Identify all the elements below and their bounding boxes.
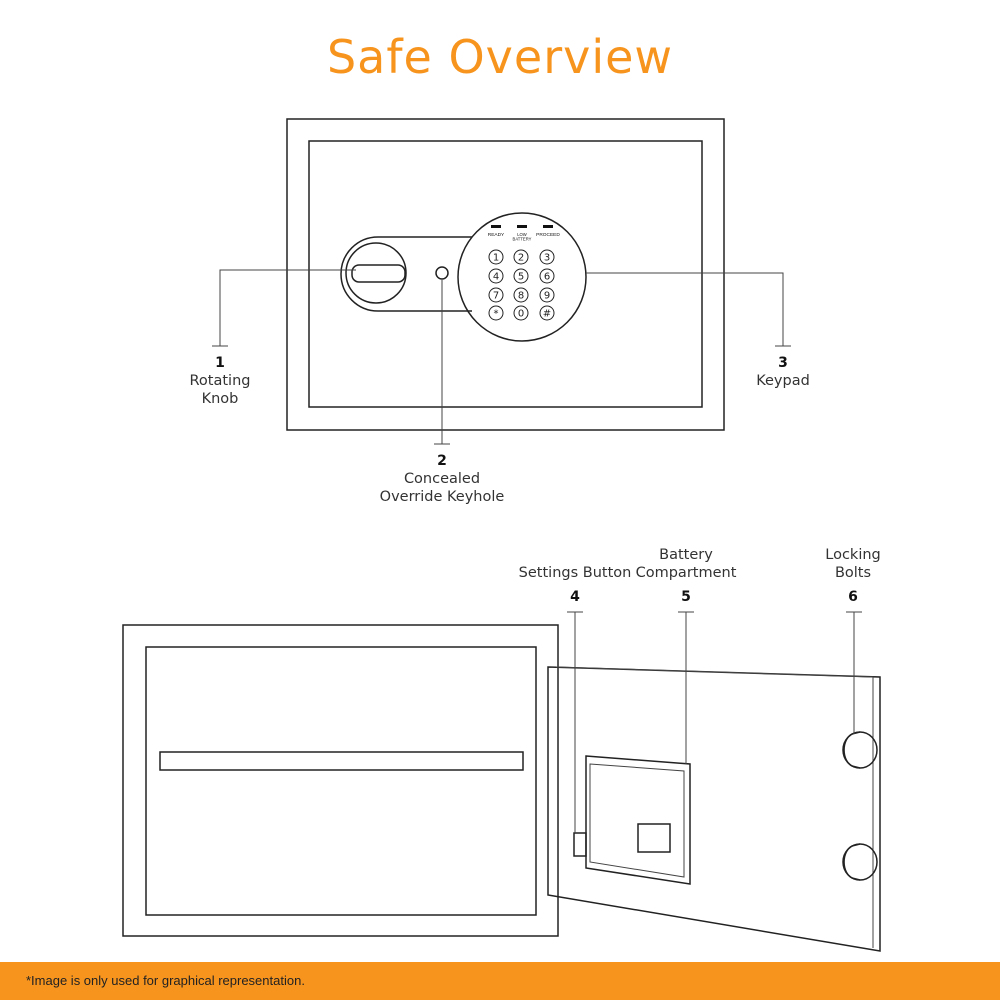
- keypad-key-label: 1: [493, 253, 499, 264]
- footer-bar: *Image is only used for graphical repres…: [0, 962, 1000, 1000]
- rotating-knob: [345, 242, 407, 304]
- disclaimer-note: *Image is only used for graphical repres…: [26, 973, 305, 988]
- settings-button-shape: [573, 832, 587, 857]
- open-door: [547, 666, 881, 952]
- callout-label: Bolts: [834, 565, 872, 581]
- locking-bolt: [842, 843, 878, 881]
- indicator-label: LOW: [517, 232, 527, 237]
- keypad-key: 0: [513, 305, 529, 321]
- callout-label: Override Keyhole: [379, 489, 505, 505]
- callout-label: Rotating: [189, 373, 251, 389]
- callout-label: Battery: [659, 547, 713, 563]
- keypad-key: 1: [488, 249, 504, 265]
- page-title: Safe Overview: [326, 30, 674, 84]
- callout-label: Concealed: [403, 471, 481, 487]
- callout-number: 4: [570, 589, 580, 605]
- status-indicator: PROCEED: [536, 225, 560, 238]
- keypad-key-label: #: [543, 309, 551, 320]
- keypad-key: 8: [513, 287, 529, 303]
- keypad-ring: [457, 212, 587, 342]
- interior-shelf: [159, 751, 524, 771]
- callout-label: Compartment: [635, 565, 737, 581]
- callout-locking-bolts: Locking Bolts 6: [803, 546, 903, 606]
- keypad-key: 7: [488, 287, 504, 303]
- keypad-key-label: 3: [544, 253, 550, 264]
- keypad-key-label: 6: [544, 272, 550, 283]
- keypad-key-label: 9: [544, 291, 550, 302]
- leader-3: [586, 272, 784, 346]
- open-safe-interior: [145, 646, 537, 916]
- safe-outer-frame: [286, 118, 725, 431]
- keypad-key-label: *: [494, 309, 499, 320]
- callout-number: 6: [848, 589, 858, 605]
- keypad-key: #: [539, 305, 555, 321]
- callout-battery-compartment: Battery Compartment 5: [626, 546, 746, 606]
- callout-number: 1: [215, 355, 225, 371]
- keypad-key-label: 2: [518, 253, 524, 264]
- leader-lines: [212, 269, 862, 833]
- callout-number: 2: [437, 453, 447, 469]
- keypad-key: 6: [539, 268, 555, 284]
- callout-number: 3: [778, 355, 788, 371]
- control-plate: [340, 236, 472, 312]
- keypad-key: 9: [539, 287, 555, 303]
- override-keyhole: [435, 266, 449, 280]
- callout-number: 5: [681, 589, 691, 605]
- keypad-key-label: 4: [493, 272, 499, 283]
- safe-door-panel: [308, 140, 703, 408]
- indicator-label: BATTERY: [513, 237, 532, 242]
- callout-keypad: 3 Keypad: [733, 354, 833, 390]
- callout-override-keyhole: 2 Concealed Override Keyhole: [362, 452, 522, 506]
- callout-settings-button: Settings Button 4: [510, 564, 640, 606]
- open-safe-body: [122, 624, 559, 937]
- keypad-key: 5: [513, 268, 529, 284]
- callout-label: Settings Button: [518, 565, 632, 581]
- status-indicator: READY: [488, 225, 505, 238]
- indicator-label: PROCEED: [536, 232, 560, 238]
- keypad-key: 2: [513, 249, 529, 265]
- keypad-key-label: 7: [493, 291, 499, 302]
- keypad-key: *: [488, 305, 504, 321]
- callout-label: Knob: [201, 391, 239, 407]
- indicator-label: READY: [488, 232, 505, 238]
- keypad-key: 3: [539, 249, 555, 265]
- keypad-key: 4: [488, 268, 504, 284]
- battery-compartment: [585, 755, 691, 885]
- callout-label: Keypad: [756, 373, 810, 389]
- keypad-key-label: 8: [518, 291, 524, 302]
- keypad-key-label: 0: [518, 309, 524, 320]
- open-safe: [122, 624, 881, 952]
- callout-label: Locking: [825, 547, 881, 563]
- callout-rotating-knob: 1 Rotating Knob: [160, 354, 280, 408]
- keypad-key-label: 5: [518, 272, 524, 283]
- leader-1: [219, 269, 356, 346]
- locking-bolt: [842, 731, 878, 769]
- door-edge: [555, 666, 874, 948]
